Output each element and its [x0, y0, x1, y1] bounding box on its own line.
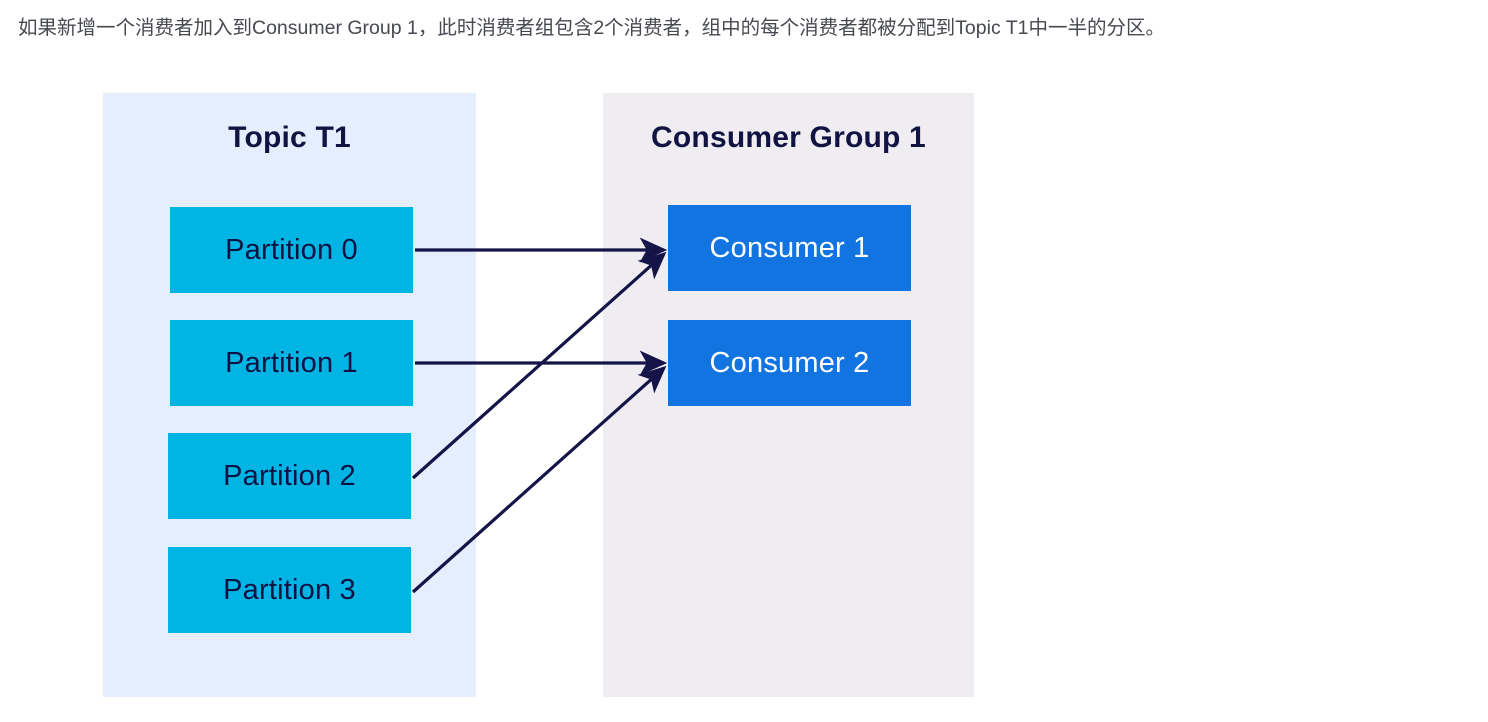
node-partition-0[interactable]: Partition 0 [170, 207, 413, 293]
topic-panel-title: Topic T1 [228, 121, 351, 154]
node-partition-1[interactable]: Partition 1 [170, 320, 413, 406]
node-consumer-2[interactable]: Consumer 2 [668, 320, 911, 406]
consumer-group-panel-title: Consumer Group 1 [651, 121, 926, 154]
caption-text: 如果新增一个消费者加入到Consumer Group 1，此时消费者组包含2个消… [18, 17, 1166, 39]
node-partition-3[interactable]: Partition 3 [168, 547, 411, 633]
node-consumer-1[interactable]: Consumer 1 [668, 205, 911, 291]
node-partition-2[interactable]: Partition 2 [168, 433, 411, 519]
